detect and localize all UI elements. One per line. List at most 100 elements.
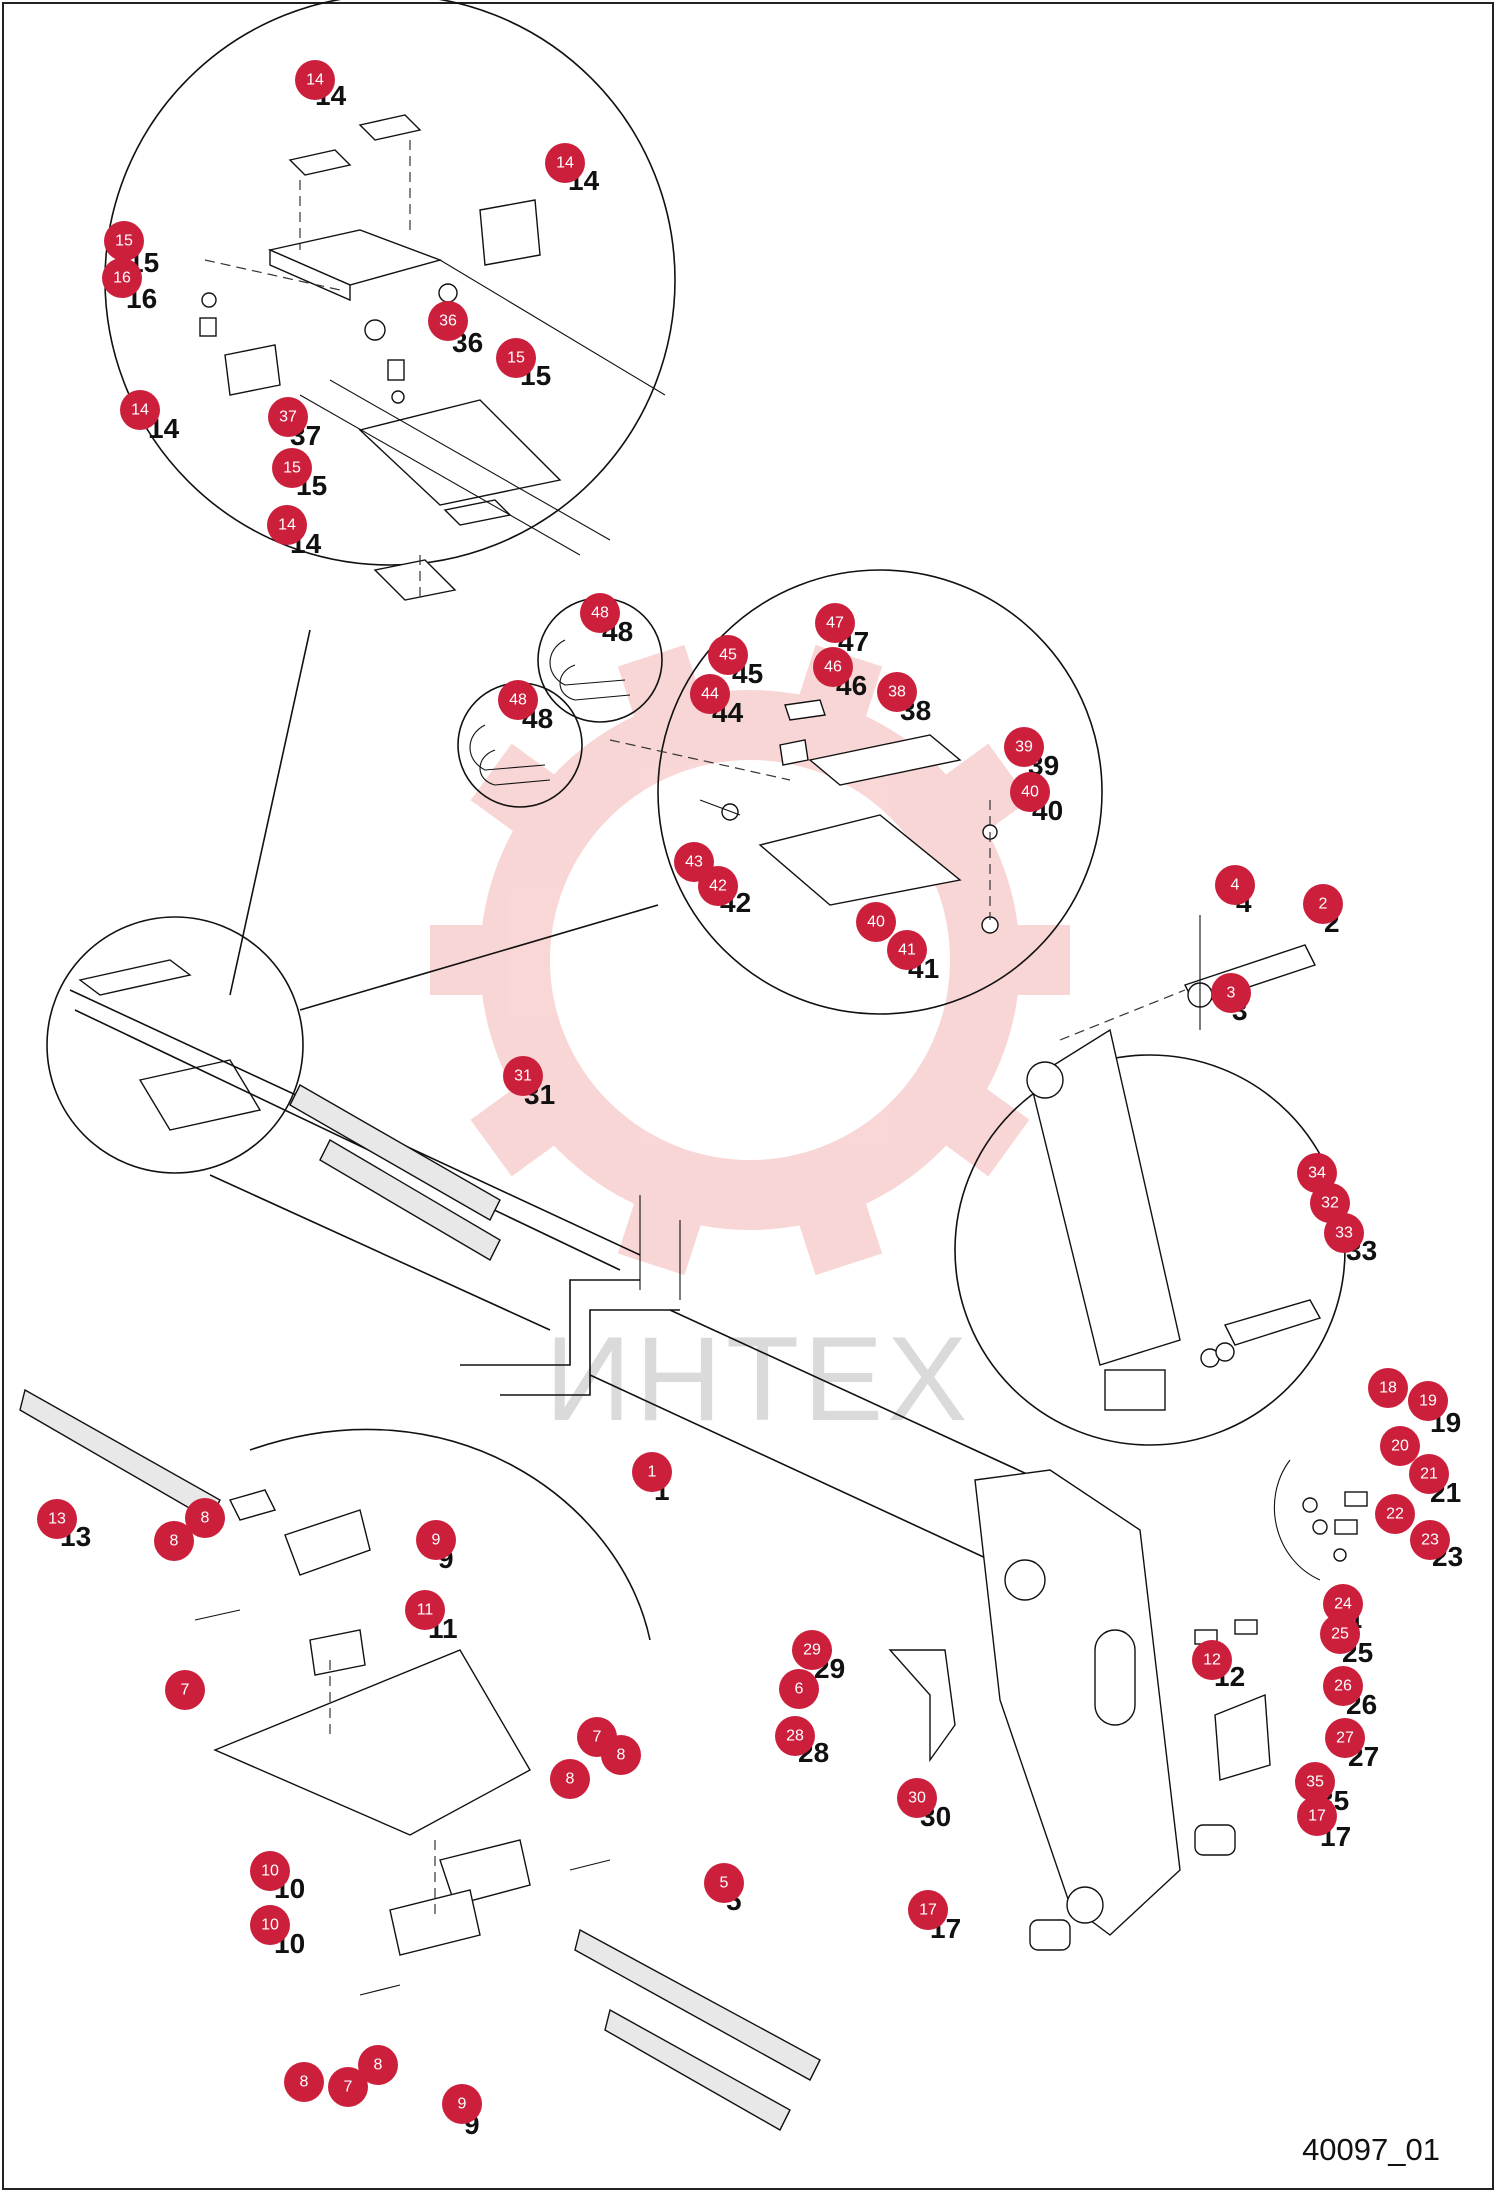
- part-badge-39[interactable]: [1004, 727, 1044, 767]
- part-badge-26[interactable]: [1323, 1666, 1363, 1706]
- part-badge-number-7b: 7: [593, 1729, 602, 1746]
- part-badge-16[interactable]: [102, 258, 142, 298]
- part-badge-31[interactable]: [503, 1056, 543, 1096]
- part-badge-24[interactable]: [1323, 1584, 1363, 1624]
- part-badge-21[interactable]: [1409, 1454, 1449, 1494]
- part-badge-3[interactable]: [1211, 973, 1251, 1013]
- part-badge-number-36: 36: [439, 313, 457, 330]
- leader-detail-b: [299, 904, 659, 1011]
- part-badge-33[interactable]: [1324, 1213, 1364, 1253]
- part-badge-25[interactable]: [1320, 1614, 1360, 1654]
- part-badge-40a[interactable]: [1010, 772, 1050, 812]
- part-badge-34[interactable]: [1297, 1153, 1337, 1193]
- part-badge-15c[interactable]: [272, 448, 312, 488]
- part-badge-10b[interactable]: [250, 1905, 290, 1945]
- part-badge-42[interactable]: [698, 866, 738, 906]
- callout-6: 6: [779, 1669, 819, 1709]
- part-badge-number-32: 32: [1321, 1195, 1339, 1212]
- part-badge-8d[interactable]: [550, 1759, 590, 1799]
- part-badge-12[interactable]: [1192, 1640, 1232, 1680]
- part-badge-number-25: 25: [1331, 1626, 1349, 1643]
- part-badge-14a[interactable]: [295, 60, 335, 100]
- part-badge-23[interactable]: [1410, 1520, 1450, 1560]
- part-badge-47[interactable]: [815, 603, 855, 643]
- part-badge-8e[interactable]: [284, 2062, 324, 2102]
- part-badge-41[interactable]: [887, 930, 927, 970]
- callout-8b: 8: [185, 1498, 225, 1538]
- boom-assembly: [69, 989, 1181, 1936]
- detail-a-parts: [199, 114, 666, 601]
- part-badge-14b[interactable]: [545, 143, 585, 183]
- part-badge-48b[interactable]: [498, 680, 538, 720]
- part-badge-22[interactable]: [1375, 1494, 1415, 1534]
- part-badge-number-3: 3: [1227, 985, 1236, 1002]
- detail-circle-brackets: [104, 0, 676, 566]
- part-badge-10a[interactable]: [250, 1851, 290, 1891]
- part-badge-29[interactable]: [792, 1630, 832, 1670]
- callout-8e: 8: [284, 2062, 324, 2102]
- part-badge-13[interactable]: [37, 1499, 77, 1539]
- part-badge-18[interactable]: [1368, 1368, 1408, 1408]
- part-badge-number-47: 47: [826, 615, 844, 632]
- part-badge-8c[interactable]: [601, 1735, 641, 1775]
- part-badge-27[interactable]: [1325, 1718, 1365, 1758]
- part-badge-19[interactable]: [1408, 1381, 1448, 1421]
- part-badge-17b[interactable]: [908, 1890, 948, 1930]
- part-badge-9a[interactable]: [416, 1520, 456, 1560]
- callout-layer: 1414141415151616363615151414373715151414…: [37, 60, 1463, 2140]
- part-badge-6[interactable]: [779, 1669, 819, 1709]
- part-badge-40b[interactable]: [856, 902, 896, 942]
- part-badge-1[interactable]: [632, 1452, 672, 1492]
- callout-9b: 99: [442, 2084, 482, 2140]
- part-badge-number-27: 27: [1336, 1730, 1354, 1747]
- callout-34: 34: [1297, 1153, 1337, 1193]
- callout-3: 33: [1211, 973, 1251, 1026]
- callout-8a: 8: [154, 1521, 194, 1561]
- part-badge-14c[interactable]: [120, 390, 160, 430]
- part-badge-number-45: 45: [719, 647, 737, 664]
- part-badge-number-29: 29: [803, 1642, 821, 1659]
- chain-31: [289, 1084, 501, 1261]
- part-badge-14d[interactable]: [267, 505, 307, 545]
- part-badge-7c[interactable]: [328, 2067, 368, 2107]
- part-badge-36[interactable]: [428, 301, 468, 341]
- part-badge-38[interactable]: [877, 672, 917, 712]
- part-badge-15a[interactable]: [104, 221, 144, 261]
- part-badge-8b[interactable]: [185, 1498, 225, 1538]
- part-badge-2[interactable]: [1303, 884, 1343, 924]
- part-badge-number-20: 20: [1391, 1438, 1409, 1455]
- part-badge-number-14b: 14: [556, 155, 574, 172]
- part-badge-number-7c: 7: [344, 2079, 353, 2096]
- callout-8f: 8: [358, 2045, 398, 2085]
- part-badge-46[interactable]: [813, 647, 853, 687]
- part-badge-9b[interactable]: [442, 2084, 482, 2124]
- part-badge-32[interactable]: [1310, 1183, 1350, 1223]
- part-badge-17a[interactable]: [1297, 1796, 1337, 1836]
- callout-1: 11: [632, 1452, 672, 1506]
- part-badge-30[interactable]: [897, 1778, 937, 1818]
- part-badge-28[interactable]: [775, 1716, 815, 1756]
- part-badge-4[interactable]: [1215, 865, 1255, 905]
- part-badge-44[interactable]: [690, 674, 730, 714]
- part-badge-15b[interactable]: [496, 338, 536, 378]
- part-badge-8a[interactable]: [154, 1521, 194, 1561]
- detail-circle-boom-end: [46, 916, 304, 1174]
- part-badge-number-8e: 8: [300, 2074, 309, 2091]
- part-badge-37[interactable]: [268, 397, 308, 437]
- part-badge-7a[interactable]: [165, 1670, 205, 1710]
- part-badge-5[interactable]: [704, 1863, 744, 1903]
- part-badge-number-9a: 9: [432, 1532, 441, 1549]
- part-badge-45[interactable]: [708, 635, 748, 675]
- part-badge-20[interactable]: [1380, 1426, 1420, 1466]
- part-badge-8f[interactable]: [358, 2045, 398, 2085]
- part-badge-number-10a: 10: [261, 1863, 279, 1880]
- part-badge-35[interactable]: [1295, 1762, 1335, 1802]
- part-badge-48a[interactable]: [580, 593, 620, 633]
- part-badge-number-8f: 8: [374, 2057, 383, 2074]
- part-badge-11[interactable]: [405, 1590, 445, 1630]
